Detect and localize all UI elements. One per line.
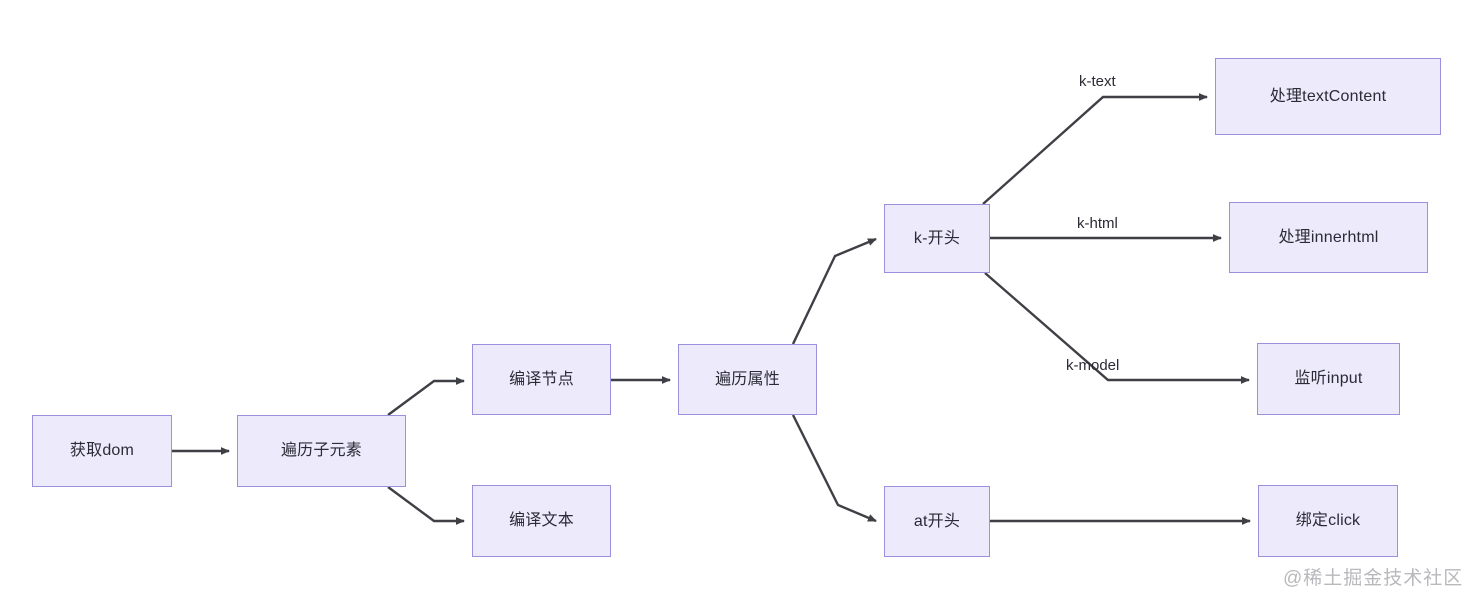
node-handle-innerhtml[interactable]: 处理innerhtml xyxy=(1229,202,1428,273)
node-compile-node[interactable]: 编译节点 xyxy=(472,344,611,415)
edge-k-prefix-to-listen-input xyxy=(984,272,1250,384)
node-walk-children[interactable]: 遍历子元素 xyxy=(237,415,406,487)
edge-walk-attrs-to-k-prefix xyxy=(791,237,877,345)
node-bind-click[interactable]: 绑定click xyxy=(1258,485,1398,557)
node-at-prefix[interactable]: at开头 xyxy=(884,486,990,557)
edge-label-k-model: k-model xyxy=(1066,357,1120,374)
node-handle-textcontent[interactable]: 处理textContent xyxy=(1215,58,1441,135)
edge-label-k-text: k-text xyxy=(1079,73,1116,90)
edge-label-k-html: k-html xyxy=(1077,215,1118,232)
edge-k-prefix-to-handle-text xyxy=(982,93,1208,205)
node-get-dom[interactable]: 获取dom xyxy=(32,415,172,487)
edge-walk-attrs-to-at-prefix xyxy=(791,414,877,523)
node-compile-text[interactable]: 编译文本 xyxy=(472,485,611,557)
edge-walk-children-to-compile-node xyxy=(387,377,465,416)
node-k-prefix[interactable]: k-开头 xyxy=(884,204,990,273)
edge-walk-children-to-compile-text xyxy=(387,486,465,525)
node-listen-input[interactable]: 监听input xyxy=(1257,343,1400,415)
watermark: @稀土掘金技术社区 xyxy=(1283,568,1464,589)
node-walk-attributes[interactable]: 遍历属性 xyxy=(678,344,817,415)
